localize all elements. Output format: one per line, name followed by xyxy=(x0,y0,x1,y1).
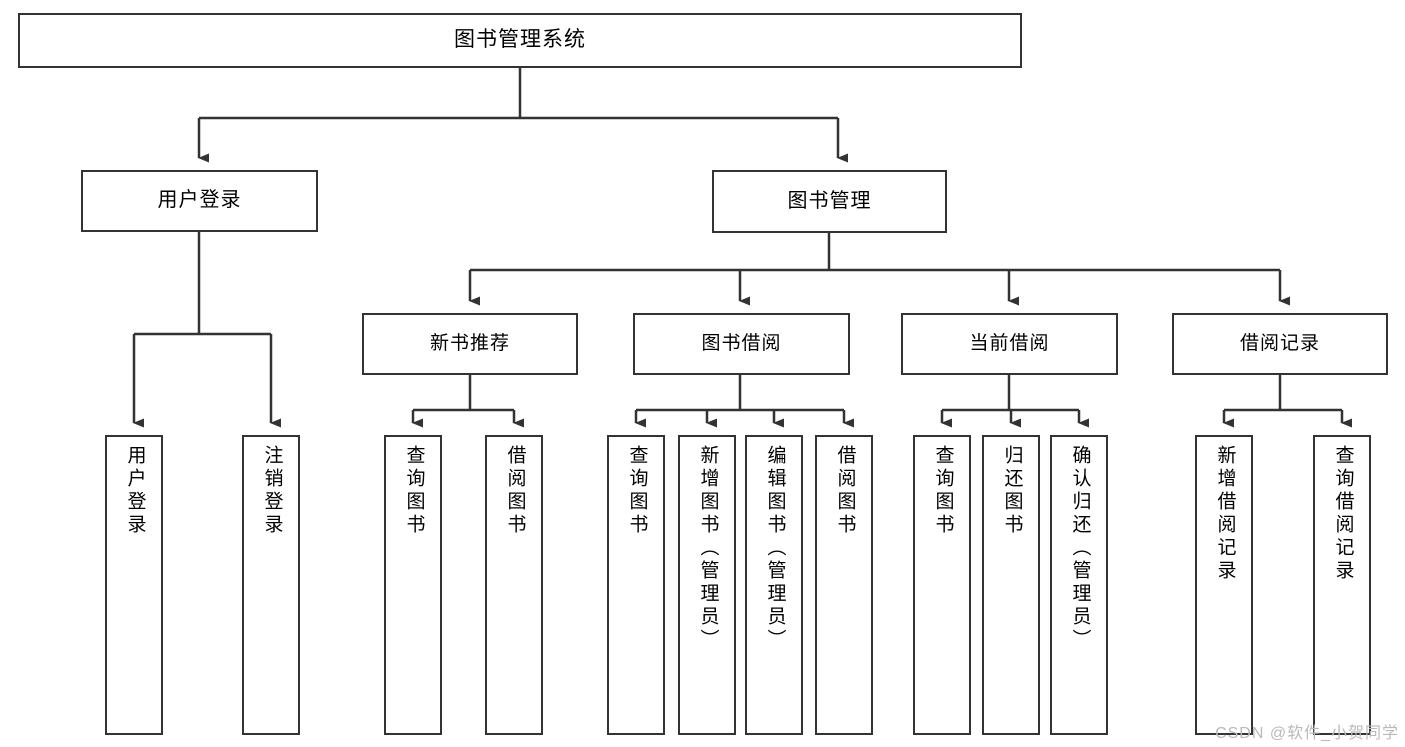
node-new-book-recommend[interactable]: 新书推荐 xyxy=(362,313,578,375)
leaf-recommend-query-book[interactable]: 查询图书 xyxy=(384,435,442,735)
node-label: 新书推荐 xyxy=(429,332,510,354)
leaf-borrow-edit-book-admin[interactable]: 编辑图书（管理员） xyxy=(745,435,803,735)
node-label: 确认归还（管理员） xyxy=(1069,445,1091,652)
node-label: 编辑图书（管理员） xyxy=(764,445,786,652)
leaf-current-confirm-return-admin[interactable]: 确认归还（管理员） xyxy=(1050,435,1108,735)
node-label: 查询图书 xyxy=(932,445,954,537)
leaf-current-return-book[interactable]: 归还图书 xyxy=(982,435,1040,735)
node-label: 查询借阅记录 xyxy=(1332,445,1354,583)
watermark: CSDN @软件_小贺同学 xyxy=(1215,725,1399,742)
node-root-system[interactable]: 图书管理系统 xyxy=(18,13,1022,68)
leaf-borrow-query-book[interactable]: 查询图书 xyxy=(607,435,665,735)
node-book-borrow[interactable]: 图书借阅 xyxy=(633,313,850,375)
node-label: 借阅图书 xyxy=(504,445,526,537)
leaf-user-login-logout[interactable]: 注销登录 xyxy=(242,435,300,735)
node-label: 查询图书 xyxy=(626,445,648,537)
node-borrow-record[interactable]: 借阅记录 xyxy=(1172,313,1388,375)
leaf-current-query-book[interactable]: 查询图书 xyxy=(913,435,971,735)
leaf-record-query-record[interactable]: 查询借阅记录 xyxy=(1313,435,1371,735)
node-book-management[interactable]: 图书管理 xyxy=(712,170,947,233)
node-label: 注销登录 xyxy=(261,445,283,537)
node-label: 查询图书 xyxy=(403,445,425,537)
node-user-login[interactable]: 用户登录 xyxy=(81,170,318,232)
leaf-user-login-login[interactable]: 用户登录 xyxy=(105,435,163,735)
leaf-record-add-record[interactable]: 新增借阅记录 xyxy=(1195,435,1253,735)
node-label: 图书管理 xyxy=(787,189,872,212)
node-label: 用户登录 xyxy=(157,189,242,212)
node-label: 归还图书 xyxy=(1001,445,1023,537)
node-label: 当前借阅 xyxy=(969,332,1050,354)
node-label: 借阅图书 xyxy=(834,445,856,537)
leaf-borrow-borrow-book[interactable]: 借阅图书 xyxy=(815,435,873,735)
node-label: 图书管理系统 xyxy=(454,28,586,52)
node-label: 新增借阅记录 xyxy=(1214,445,1236,583)
node-current-borrow[interactable]: 当前借阅 xyxy=(901,313,1118,375)
node-label: 图书借阅 xyxy=(701,332,782,354)
node-label: 用户登录 xyxy=(124,445,146,537)
leaf-borrow-add-book-admin[interactable]: 新增图书（管理员） xyxy=(678,435,736,735)
leaf-recommend-borrow-book[interactable]: 借阅图书 xyxy=(485,435,543,735)
node-label: 新增图书（管理员） xyxy=(697,445,719,652)
node-label: 借阅记录 xyxy=(1239,332,1320,354)
